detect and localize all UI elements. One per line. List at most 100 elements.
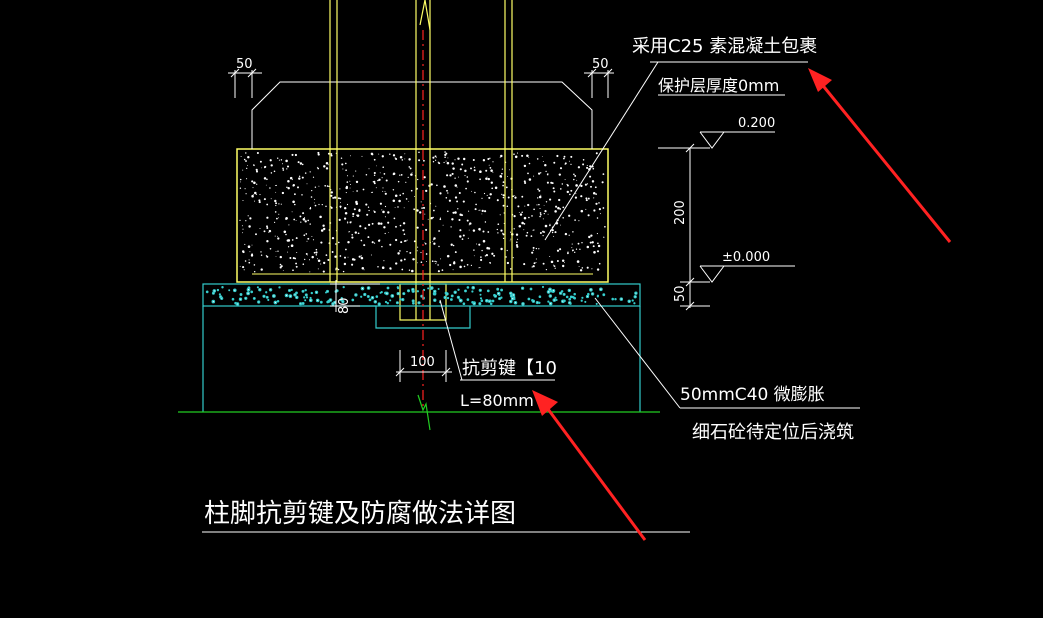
speckle-dot bbox=[308, 298, 313, 303]
speckle-dot bbox=[231, 297, 235, 301]
speckle-dot bbox=[574, 196, 578, 199]
speckle-dot bbox=[365, 203, 368, 206]
speckle-dot bbox=[590, 185, 592, 188]
speckle-dot bbox=[346, 181, 349, 183]
speckle-dot bbox=[317, 167, 320, 170]
speckle-dot bbox=[307, 254, 309, 256]
speckle-dot bbox=[245, 152, 247, 154]
speckle-dot bbox=[564, 179, 566, 181]
speckle-dot bbox=[265, 255, 268, 257]
speckle-dot bbox=[274, 221, 276, 223]
speckle-dot bbox=[567, 288, 571, 293]
speckle-dot bbox=[435, 263, 437, 265]
speckle-dot bbox=[432, 241, 434, 243]
speckle-dot bbox=[531, 266, 533, 268]
speckle-dot bbox=[339, 205, 342, 208]
speckle-dot bbox=[553, 235, 555, 237]
speckle-dot bbox=[523, 164, 527, 168]
speckle-dot bbox=[557, 206, 560, 210]
speckle-dot bbox=[454, 177, 456, 179]
speckle-dot bbox=[325, 205, 327, 208]
speckle-dot bbox=[604, 225, 606, 228]
speckle-dot bbox=[497, 223, 500, 226]
speckle-dot bbox=[417, 301, 421, 305]
speckle-dot bbox=[433, 237, 436, 240]
speckle-dot bbox=[295, 237, 298, 240]
speckle-dot bbox=[589, 175, 592, 178]
speckle-dot bbox=[294, 203, 296, 206]
speckle-dot bbox=[370, 295, 375, 300]
dim-100 bbox=[395, 350, 452, 382]
speckle-dot bbox=[287, 288, 292, 293]
dim-100-label: 100 bbox=[410, 355, 435, 370]
speckle-dot bbox=[531, 298, 534, 302]
speckle-dot bbox=[321, 203, 323, 206]
speckle-dot bbox=[286, 165, 290, 168]
speckle-dot bbox=[430, 286, 434, 290]
speckle-dot bbox=[509, 268, 512, 270]
speckle-dot bbox=[516, 245, 519, 248]
speckle-dot bbox=[277, 235, 279, 237]
speckle-dot bbox=[549, 223, 551, 225]
speckle-dot bbox=[558, 291, 563, 295]
speckle-dot bbox=[633, 302, 636, 305]
speckle-dot bbox=[584, 183, 587, 186]
speckle-dot bbox=[327, 152, 330, 155]
speckle-dot bbox=[573, 178, 575, 181]
speckle-dot bbox=[377, 222, 381, 225]
speckle-dot bbox=[490, 169, 493, 172]
speckle-dot bbox=[238, 297, 243, 301]
speckle-dot bbox=[287, 246, 290, 248]
speckle-dot bbox=[505, 256, 507, 258]
speckle-dot bbox=[558, 198, 561, 202]
speckle-dot bbox=[528, 216, 530, 219]
speckle-dot bbox=[355, 180, 359, 184]
speckle-dot bbox=[414, 196, 415, 198]
speckle-dot bbox=[251, 244, 253, 246]
shear-key-annotation: 抗剪键【10 bbox=[462, 358, 557, 379]
speckle-dot bbox=[425, 228, 428, 231]
speckle-dot bbox=[256, 183, 258, 185]
speckle-dot bbox=[480, 258, 483, 262]
speckle-dot bbox=[479, 297, 483, 300]
speckle-dot bbox=[488, 196, 491, 199]
speckle-dot bbox=[360, 286, 365, 291]
speckle-dot bbox=[239, 265, 241, 267]
speckle-dot bbox=[241, 250, 245, 253]
speckle-dot bbox=[514, 155, 518, 159]
speckle-dot bbox=[427, 218, 429, 220]
speckle-dot bbox=[335, 243, 337, 245]
speckle-dot bbox=[402, 292, 406, 296]
dim-200-label: 200 bbox=[673, 200, 688, 225]
speckle-dot bbox=[368, 298, 372, 302]
speckle-dot bbox=[352, 191, 354, 193]
speckle-dot bbox=[345, 248, 347, 251]
speckle-dot bbox=[394, 238, 398, 242]
speckle-dot bbox=[274, 185, 276, 186]
speckle-dot bbox=[513, 297, 516, 301]
speckle-dot bbox=[576, 260, 580, 263]
speckle-dot bbox=[358, 255, 361, 258]
speckle-dot bbox=[352, 175, 354, 177]
speckle-dot bbox=[396, 286, 399, 289]
speckle-dot bbox=[357, 232, 360, 235]
speckle-dot bbox=[509, 169, 511, 171]
speckle-dot bbox=[486, 194, 488, 196]
speckle-dot bbox=[411, 172, 413, 174]
speckle-dot bbox=[249, 251, 251, 253]
speckle-dot bbox=[465, 187, 467, 190]
speckle-dot bbox=[330, 153, 333, 155]
speckle-dot bbox=[366, 295, 370, 298]
speckle-dot bbox=[499, 174, 502, 178]
speckle-dot bbox=[567, 301, 572, 305]
speckle-dot bbox=[523, 223, 526, 225]
speckle-dot bbox=[265, 295, 269, 299]
speckle-dot bbox=[432, 156, 435, 159]
speckle-dot bbox=[547, 172, 549, 175]
speckle-dot bbox=[373, 174, 376, 177]
speckle-dot bbox=[399, 250, 401, 252]
speckle-dot bbox=[591, 241, 594, 244]
speckle-dot bbox=[304, 217, 306, 218]
speckle-dot bbox=[479, 170, 482, 173]
